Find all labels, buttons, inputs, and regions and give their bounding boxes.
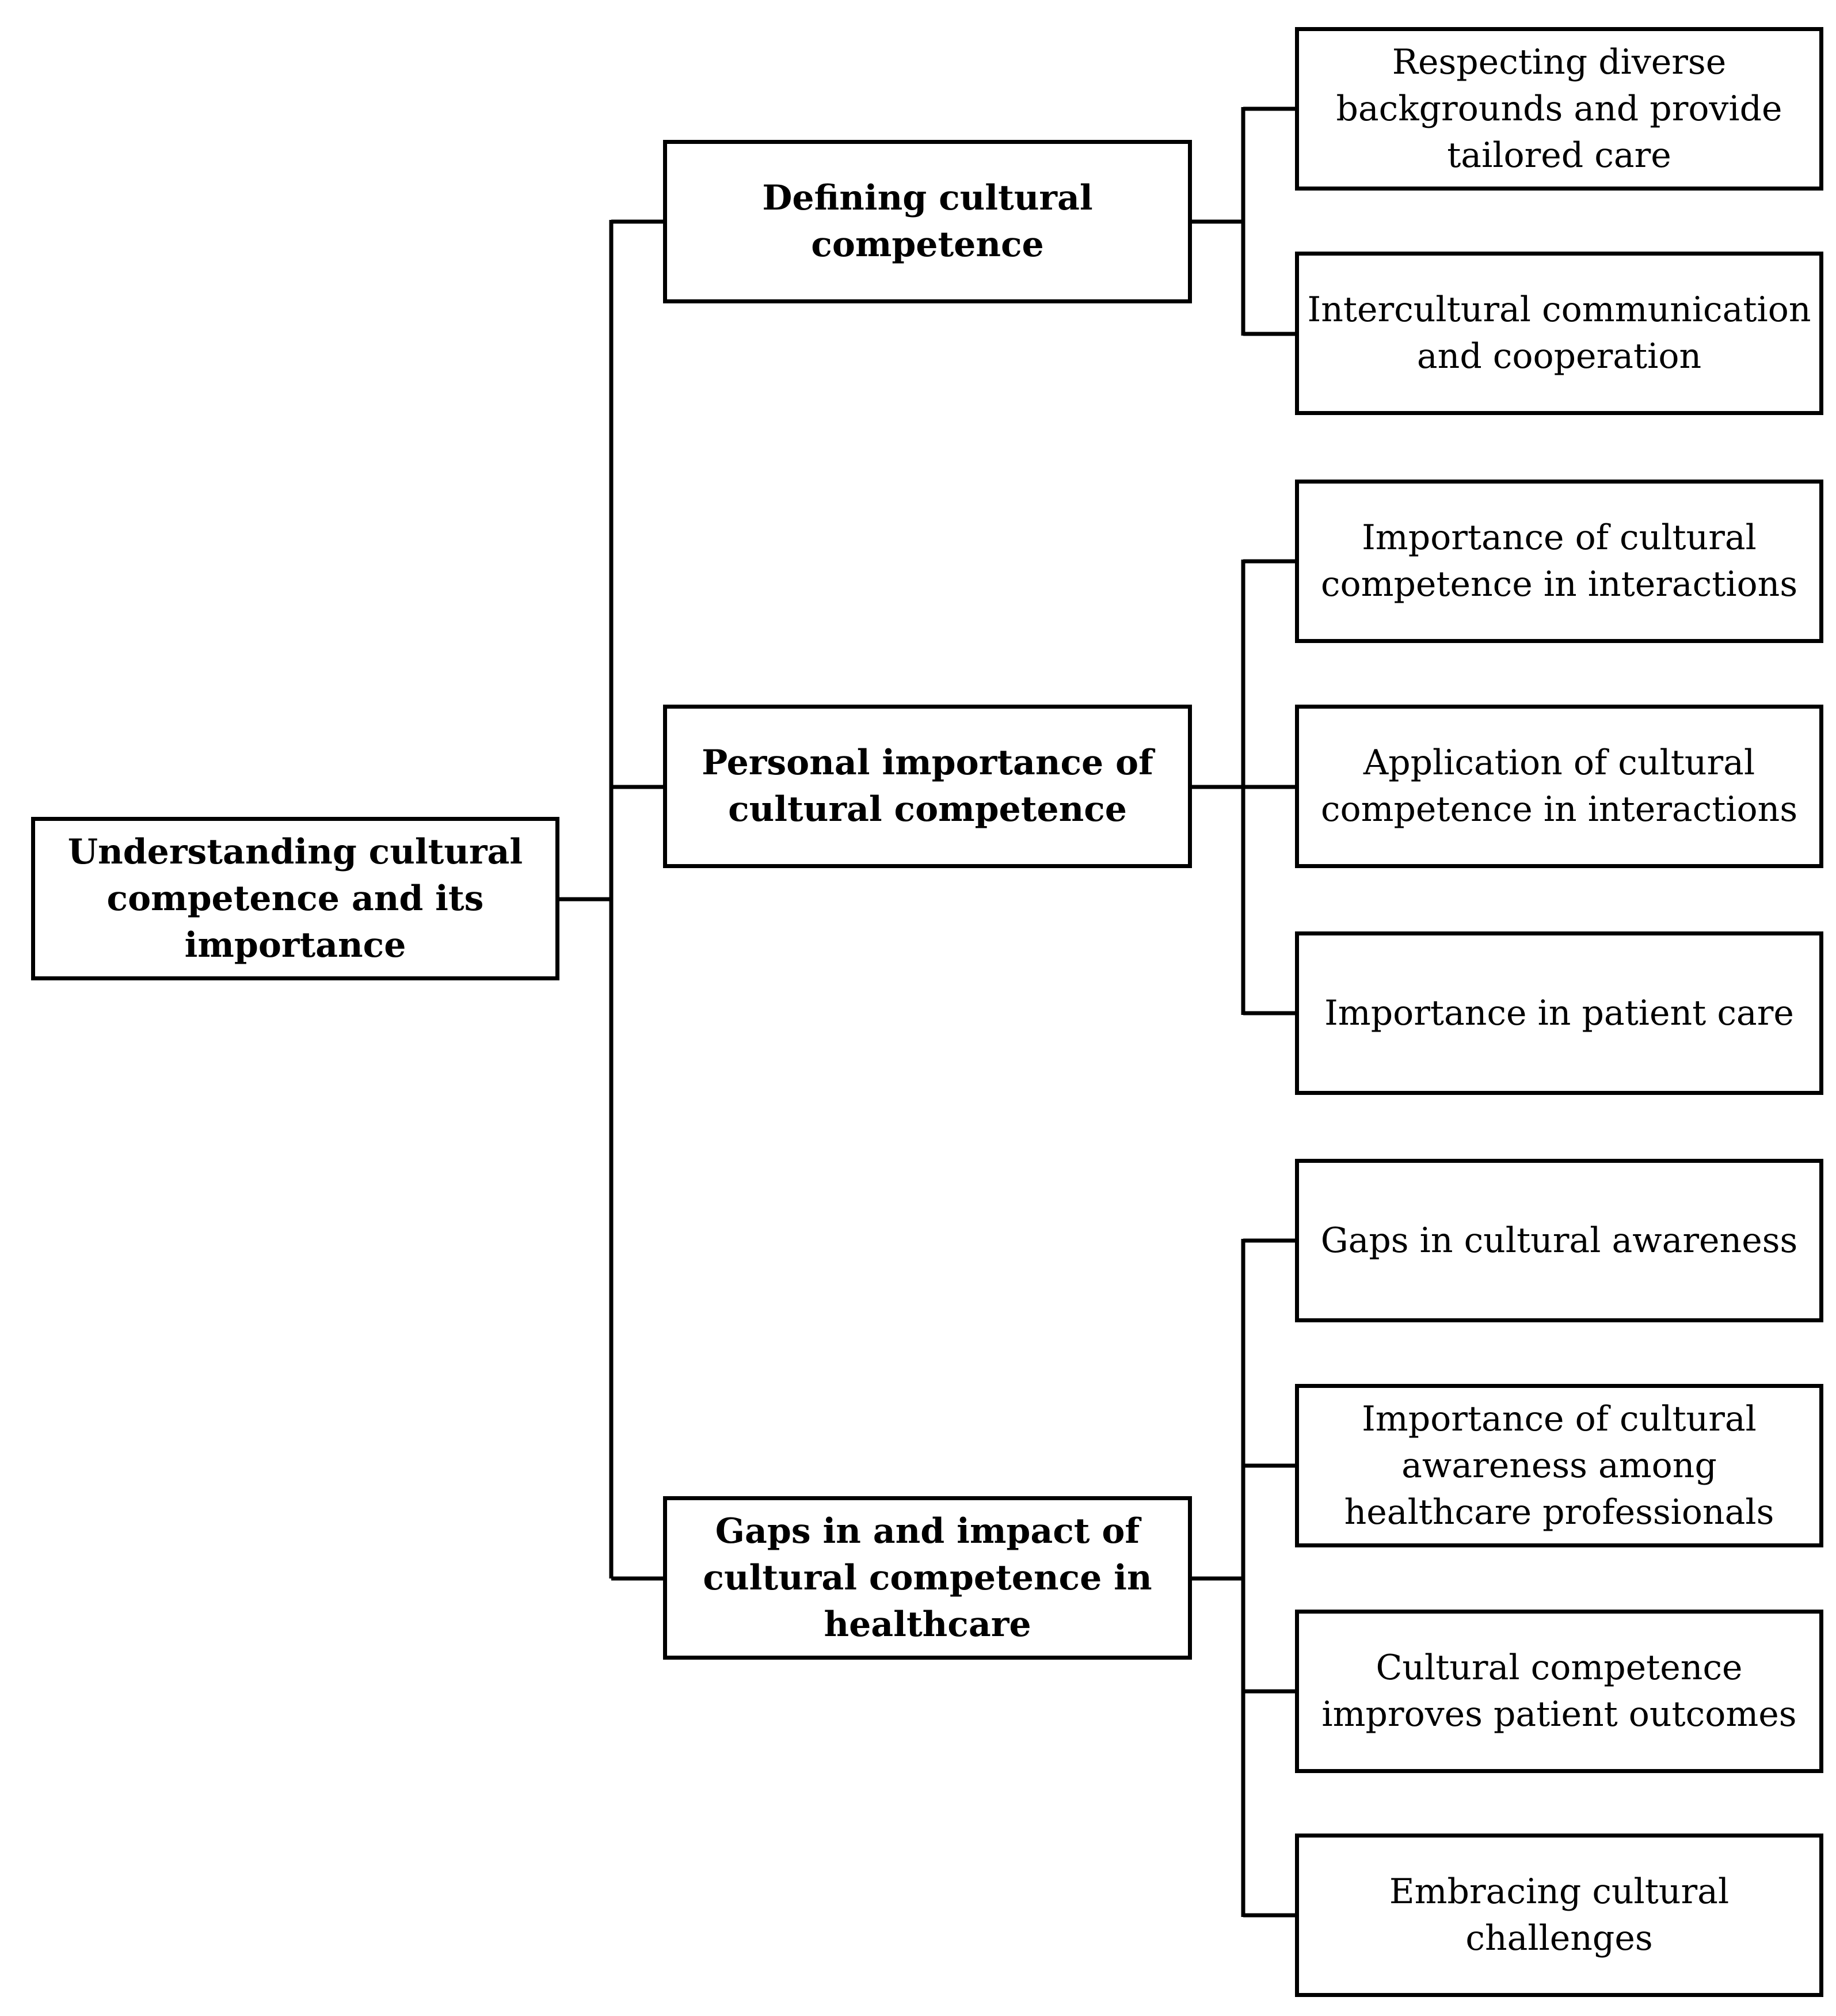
branch-node-personal: Personal importance of cultural competen…	[663, 705, 1192, 868]
leaf-node-awareness-professionals: Importance of cultural awareness among h…	[1295, 1384, 1823, 1547]
leaf-node-label: Respecting diverse backgrounds and provi…	[1336, 41, 1782, 176]
branch-node-label: Personal importance of cultural competen…	[702, 743, 1153, 830]
leaf-node-label: Importance in patient care	[1324, 992, 1794, 1033]
leaf-node-label: Importance of cultural competence in int…	[1320, 518, 1798, 604]
leaf-node-label: Intercultural communication and cooperat…	[1307, 290, 1811, 376]
branch-node-defining: Defining cultural competence	[663, 140, 1192, 303]
leaf-node-patient-outcomes: Cultural competence improves patient out…	[1295, 1610, 1823, 1773]
leaf-node-respecting: Respecting diverse backgrounds and provi…	[1295, 27, 1823, 191]
root-node-label: Understanding cultural competence and it…	[67, 831, 523, 965]
leaf-node-label: Application of cultural competence in in…	[1320, 743, 1798, 830]
leaf-node-embracing-challenges: Embracing cultural challenges	[1295, 1834, 1823, 1997]
leaf-node-label: Gaps in cultural awareness	[1320, 1220, 1798, 1261]
leaf-node-label: Embracing cultural challenges	[1389, 1872, 1730, 1958]
leaf-node-application-interactions: Application of cultural competence in in…	[1295, 705, 1823, 868]
branch-node-gaps: Gaps in and impact of cultural competenc…	[663, 1496, 1192, 1660]
leaf-node-label: Importance of cultural awareness among h…	[1344, 1398, 1774, 1532]
branch-node-label: Defining cultural competence	[762, 178, 1093, 265]
branch-node-label: Gaps in and impact of cultural competenc…	[703, 1511, 1152, 1645]
root-node: Understanding cultural competence and it…	[31, 817, 559, 980]
leaf-node-intercultural: Intercultural communication and cooperat…	[1295, 252, 1823, 415]
leaf-node-label: Cultural competence improves patient out…	[1321, 1648, 1797, 1734]
leaf-node-importance-interactions: Importance of cultural competence in int…	[1295, 480, 1823, 643]
leaf-node-patient-care: Importance in patient care	[1295, 931, 1823, 1095]
leaf-node-gaps-awareness: Gaps in cultural awareness	[1295, 1159, 1823, 1322]
